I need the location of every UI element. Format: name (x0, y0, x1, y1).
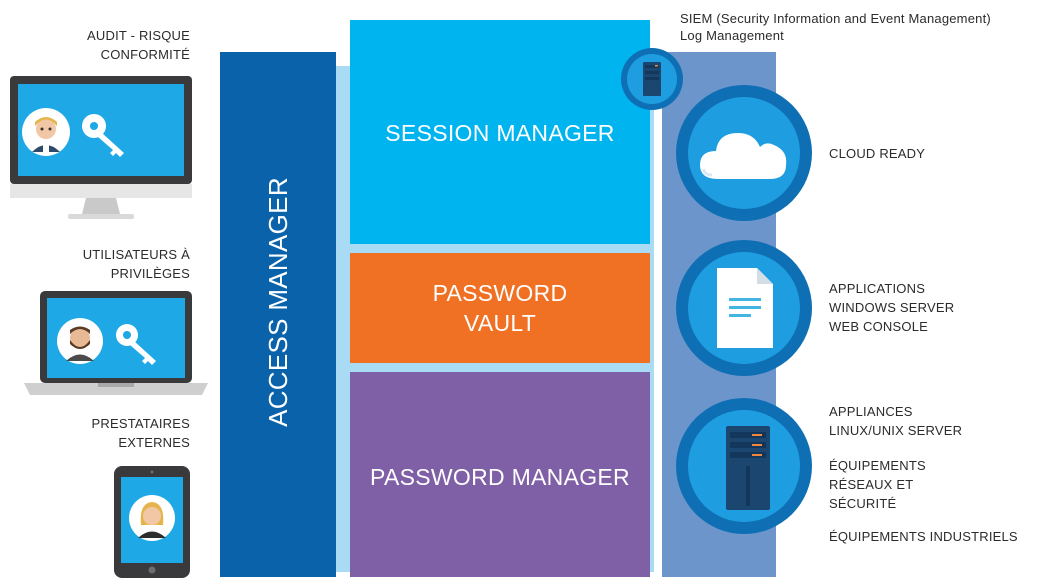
industrial-equipment-label: ÉQUIPEMENTS INDUSTRIELS (829, 529, 1018, 544)
password-vault-label: PASSWORD VAULT (432, 280, 568, 336)
document-icon (676, 240, 812, 376)
cloud-label: CLOUD READY (829, 146, 926, 161)
siem-label: SIEM (Security Information and Event Man… (680, 11, 991, 43)
session-manager-label: SESSION MANAGER (385, 120, 615, 146)
avatar (22, 108, 70, 156)
avatar (57, 318, 103, 364)
password-manager-block (350, 372, 650, 577)
session-manager-block (350, 20, 650, 244)
users-label: UTILISATEURS À PRIVILÈGES (82, 247, 190, 281)
cloud-icon (676, 85, 812, 221)
access-manager-label: ACCESS MANAGER (263, 177, 293, 427)
appliances-label: APPLIANCES LINUX/UNIX SERVER (829, 404, 963, 438)
avatar (129, 495, 175, 541)
apps-label: APPLICATIONS WINDOWS SERVER WEB CONSOLE (829, 281, 955, 334)
password-manager-label: PASSWORD MANAGER (370, 464, 630, 490)
server-icon (676, 398, 812, 534)
audit-label: AUDIT - RISQUE CONFORMITÉ (87, 28, 190, 62)
key-icon (80, 112, 136, 158)
password-vault-block (350, 253, 650, 363)
vendors-label: PRESTATAIRES EXTERNES (91, 416, 190, 450)
siem-server-icon (621, 48, 683, 110)
access-manager-bar (220, 52, 336, 577)
network-equipment-label: ÉQUIPEMENTS RÉSEAUX ET SÉCURITÉ (829, 458, 926, 511)
key-icon (114, 322, 168, 366)
